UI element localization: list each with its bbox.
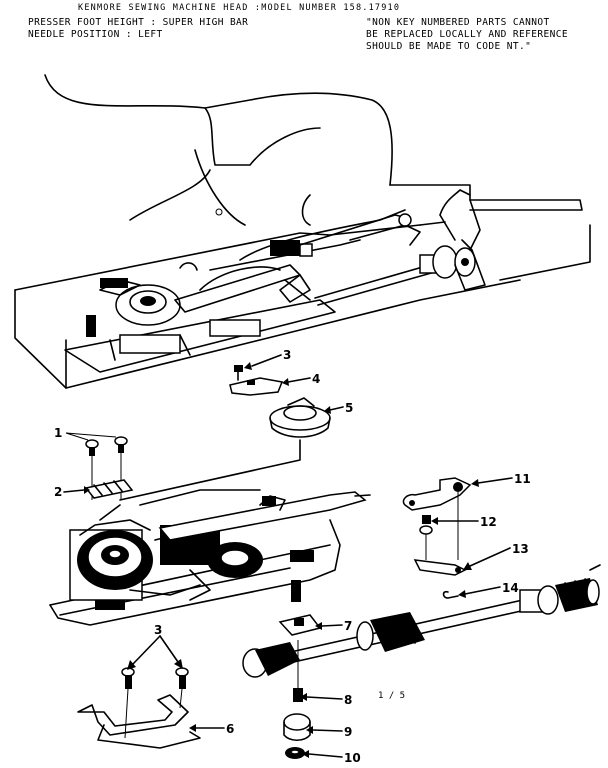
drive-shaft-installed (299, 189, 486, 306)
callout-11: 11 (514, 472, 531, 486)
needle-position-note: NEEDLE POSITION : LEFT (28, 29, 163, 40)
part-6-bracket (77, 688, 201, 749)
parts-note-line-3: SHOULD BE MADE TO CODE NT." (366, 41, 532, 52)
callout-12: 12 (480, 515, 497, 529)
diagram-title: KENMORE SEWING MACHINE HEAD :MODEL NUMBE… (78, 3, 401, 13)
part-14-clip (442, 590, 459, 599)
part-12-screw (419, 515, 433, 560)
part-7-plate (278, 580, 322, 636)
callout-9: 9 (344, 725, 352, 739)
part-11-link (402, 477, 472, 560)
callout-3-lower: 3 (154, 623, 162, 637)
callout-7: 7 (344, 619, 352, 633)
parts-note-line-2: BE REPLACED LOCALLY AND REFERENCE (366, 29, 568, 40)
callout-14: 14 (502, 581, 519, 595)
callout-2: 2 (54, 485, 62, 499)
callout-1: 1 (54, 426, 62, 440)
hook-drive-assembly-installed (86, 209, 406, 361)
callout-13: 13 (512, 542, 529, 556)
lower-hook-assembly (49, 489, 371, 626)
machine-head-outline (44, 74, 583, 226)
parts-note-line-1: "NON KEY NUMBERED PARTS CANNOT (366, 17, 550, 28)
lower-shaft-with-gears (242, 564, 601, 678)
page-mark: 1 / 5 (378, 691, 405, 701)
part-3-screw-upper (234, 365, 243, 381)
callout-leaders (63, 354, 513, 758)
part-2-feed-dog (84, 479, 134, 499)
part-13-lever (413, 559, 467, 576)
callout-10: 10 (344, 751, 361, 765)
callout-3-upper: 3 (283, 348, 291, 362)
callout-6: 6 (226, 722, 234, 736)
part-10-washer (285, 747, 305, 759)
part-9-roller (283, 713, 311, 742)
part-5-bobbin-case (119, 397, 331, 501)
part-3-screws-lower (121, 667, 189, 689)
callout-8: 8 (344, 693, 352, 707)
part-8-pin (293, 640, 303, 702)
callout-4: 4 (312, 372, 320, 386)
presser-foot-height-note: PRESSER FOOT HEIGHT : SUPER HIGH BAR (28, 17, 249, 28)
callout-5: 5 (345, 401, 353, 415)
part-4-bracket (229, 377, 284, 396)
